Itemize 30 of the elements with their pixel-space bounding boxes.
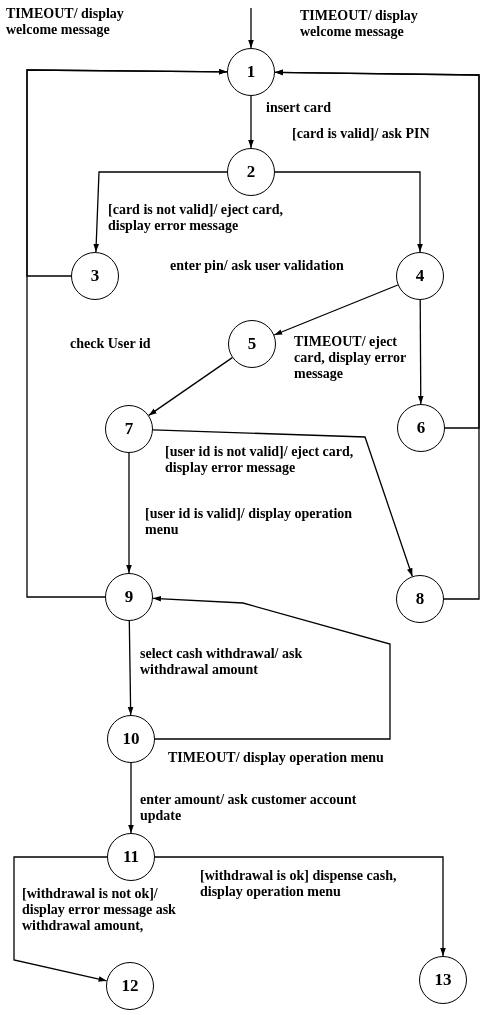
arrow (248, 95, 254, 149)
arrow (152, 429, 413, 577)
edge-label: [user id is valid]/ display operation menu (145, 506, 354, 538)
edge-label: TIMEOUT/ display welcome message (300, 8, 419, 40)
arrow (127, 620, 134, 716)
edge-label: check User id (70, 336, 152, 352)
arrow (248, 7, 254, 49)
edge-label: [user id is not valid]/ eject card, display error message (165, 444, 355, 476)
arrow (93, 171, 228, 253)
edge-label: [withdrawal is ok] dispense cash, display operation menu (200, 868, 398, 900)
edge-label: TIMEOUT/ display operation menu (168, 750, 385, 766)
arrow (152, 595, 391, 740)
arrow (148, 356, 233, 417)
arrow (417, 299, 424, 405)
arrow (128, 762, 134, 834)
arrow (13, 856, 108, 982)
edge-label: [card is not valid]/ eject card, display error message (108, 202, 284, 234)
edge-label: [card is valid]/ ask PIN (292, 126, 431, 142)
arrow (26, 68, 228, 598)
edge-label: select cash withdrawal/ ask withdrawal amount (140, 646, 304, 678)
arrow (274, 171, 423, 253)
edge-label: insert card (266, 100, 332, 116)
edge-label: enter amount/ ask customer account update (140, 792, 358, 824)
edge-label: TIMEOUT/ eject card, display error message (294, 334, 407, 382)
edge-label: enter pin/ ask user validation (170, 258, 345, 274)
arrow (126, 452, 132, 574)
arrow (154, 856, 446, 957)
edge-label: TIMEOUT/ display welcome message (6, 6, 125, 38)
edge-label: [withdrawal is not ok]/ display error message ask withdrawal amount, (22, 886, 177, 934)
arrow (274, 69, 480, 600)
